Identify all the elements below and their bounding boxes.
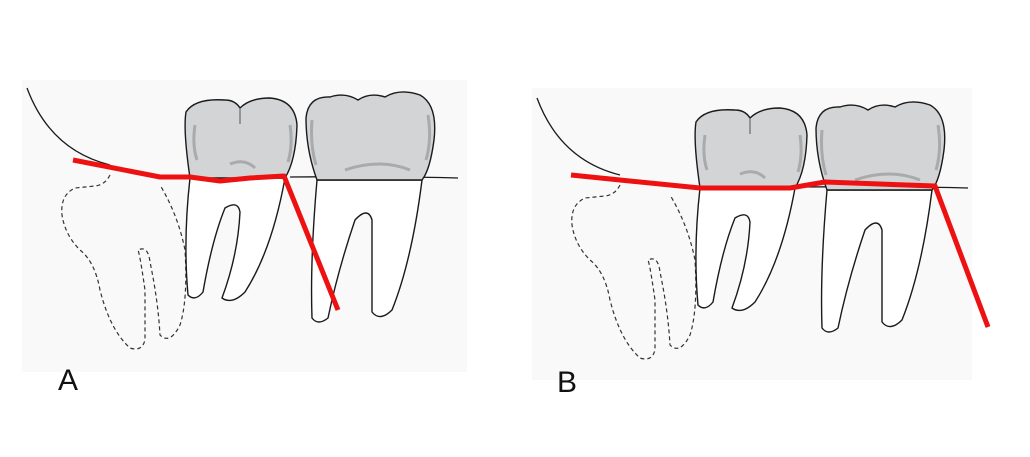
reference-line-a	[72, 157, 341, 311]
reference-line-b	[570, 172, 991, 328]
panel-label-a: A	[58, 364, 79, 397]
panel-label-b: B	[557, 366, 578, 399]
